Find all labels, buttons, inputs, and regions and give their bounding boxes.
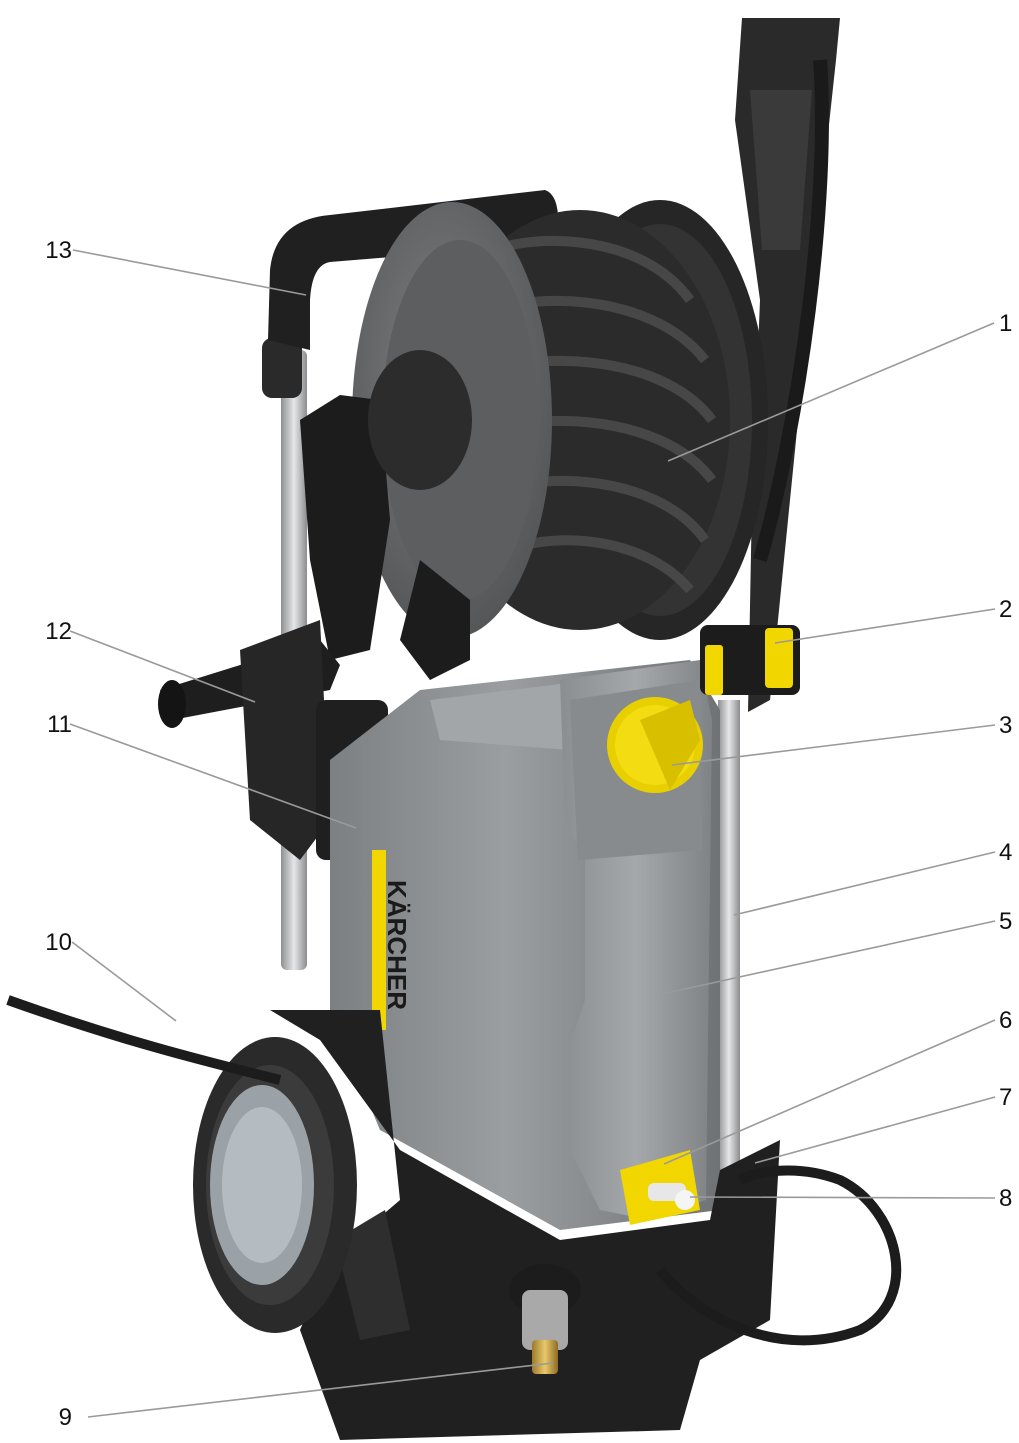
callout-label-10: 10 (45, 929, 72, 956)
callout-label-3: 3 (999, 712, 1012, 739)
wheel (193, 1037, 357, 1333)
leader-line-10 (71, 941, 177, 1022)
callout-label-5: 5 (999, 908, 1012, 935)
spray-wand (735, 18, 840, 712)
leader-line-13 (72, 249, 307, 296)
callout-label-8: 8 (999, 1185, 1012, 1212)
power-cable (6, 995, 902, 1346)
selector-knob (607, 697, 703, 793)
callout-label-11: 11 (47, 711, 72, 738)
hose-reel (300, 200, 768, 680)
callout-label-9: 9 (59, 1404, 72, 1431)
leader-lines (69, 249, 996, 1418)
leader-line-11 (69, 723, 357, 829)
callout-label-1: 1 (999, 310, 1012, 337)
storage-clip (700, 625, 800, 695)
water-inlet (509, 1264, 581, 1374)
leader-line-7 (754, 1096, 996, 1164)
leader-line-6 (663, 1019, 996, 1165)
leader-line-8 (689, 1196, 996, 1199)
pressure-washer-illustration: KÄRCHER (6, 18, 902, 1440)
leader-line-3 (671, 724, 996, 766)
leader-line-2 (774, 608, 996, 644)
steel-pole (718, 700, 740, 1180)
leader-line-9 (87, 1362, 554, 1418)
callout-label-7: 7 (999, 1084, 1012, 1111)
leader-line-1 (667, 322, 995, 462)
leader-line-12 (69, 630, 256, 703)
callout-label-2: 2 (999, 596, 1012, 623)
leader-line-4 (733, 851, 996, 916)
callout-label-6: 6 (999, 1007, 1012, 1034)
callout-labels: 1 2 3 4 5 6 7 8 9 10 11 12 13 (45, 237, 1012, 1431)
yellow-outlet-clip (620, 1150, 700, 1225)
callout-label-13: 13 (45, 237, 72, 264)
leader-line-5 (661, 920, 996, 995)
callout-label-4: 4 (999, 839, 1012, 866)
base-chassis (270, 1010, 780, 1440)
brand-logo-text: KÄRCHER (382, 880, 412, 1010)
callout-label-12: 12 (45, 618, 72, 645)
